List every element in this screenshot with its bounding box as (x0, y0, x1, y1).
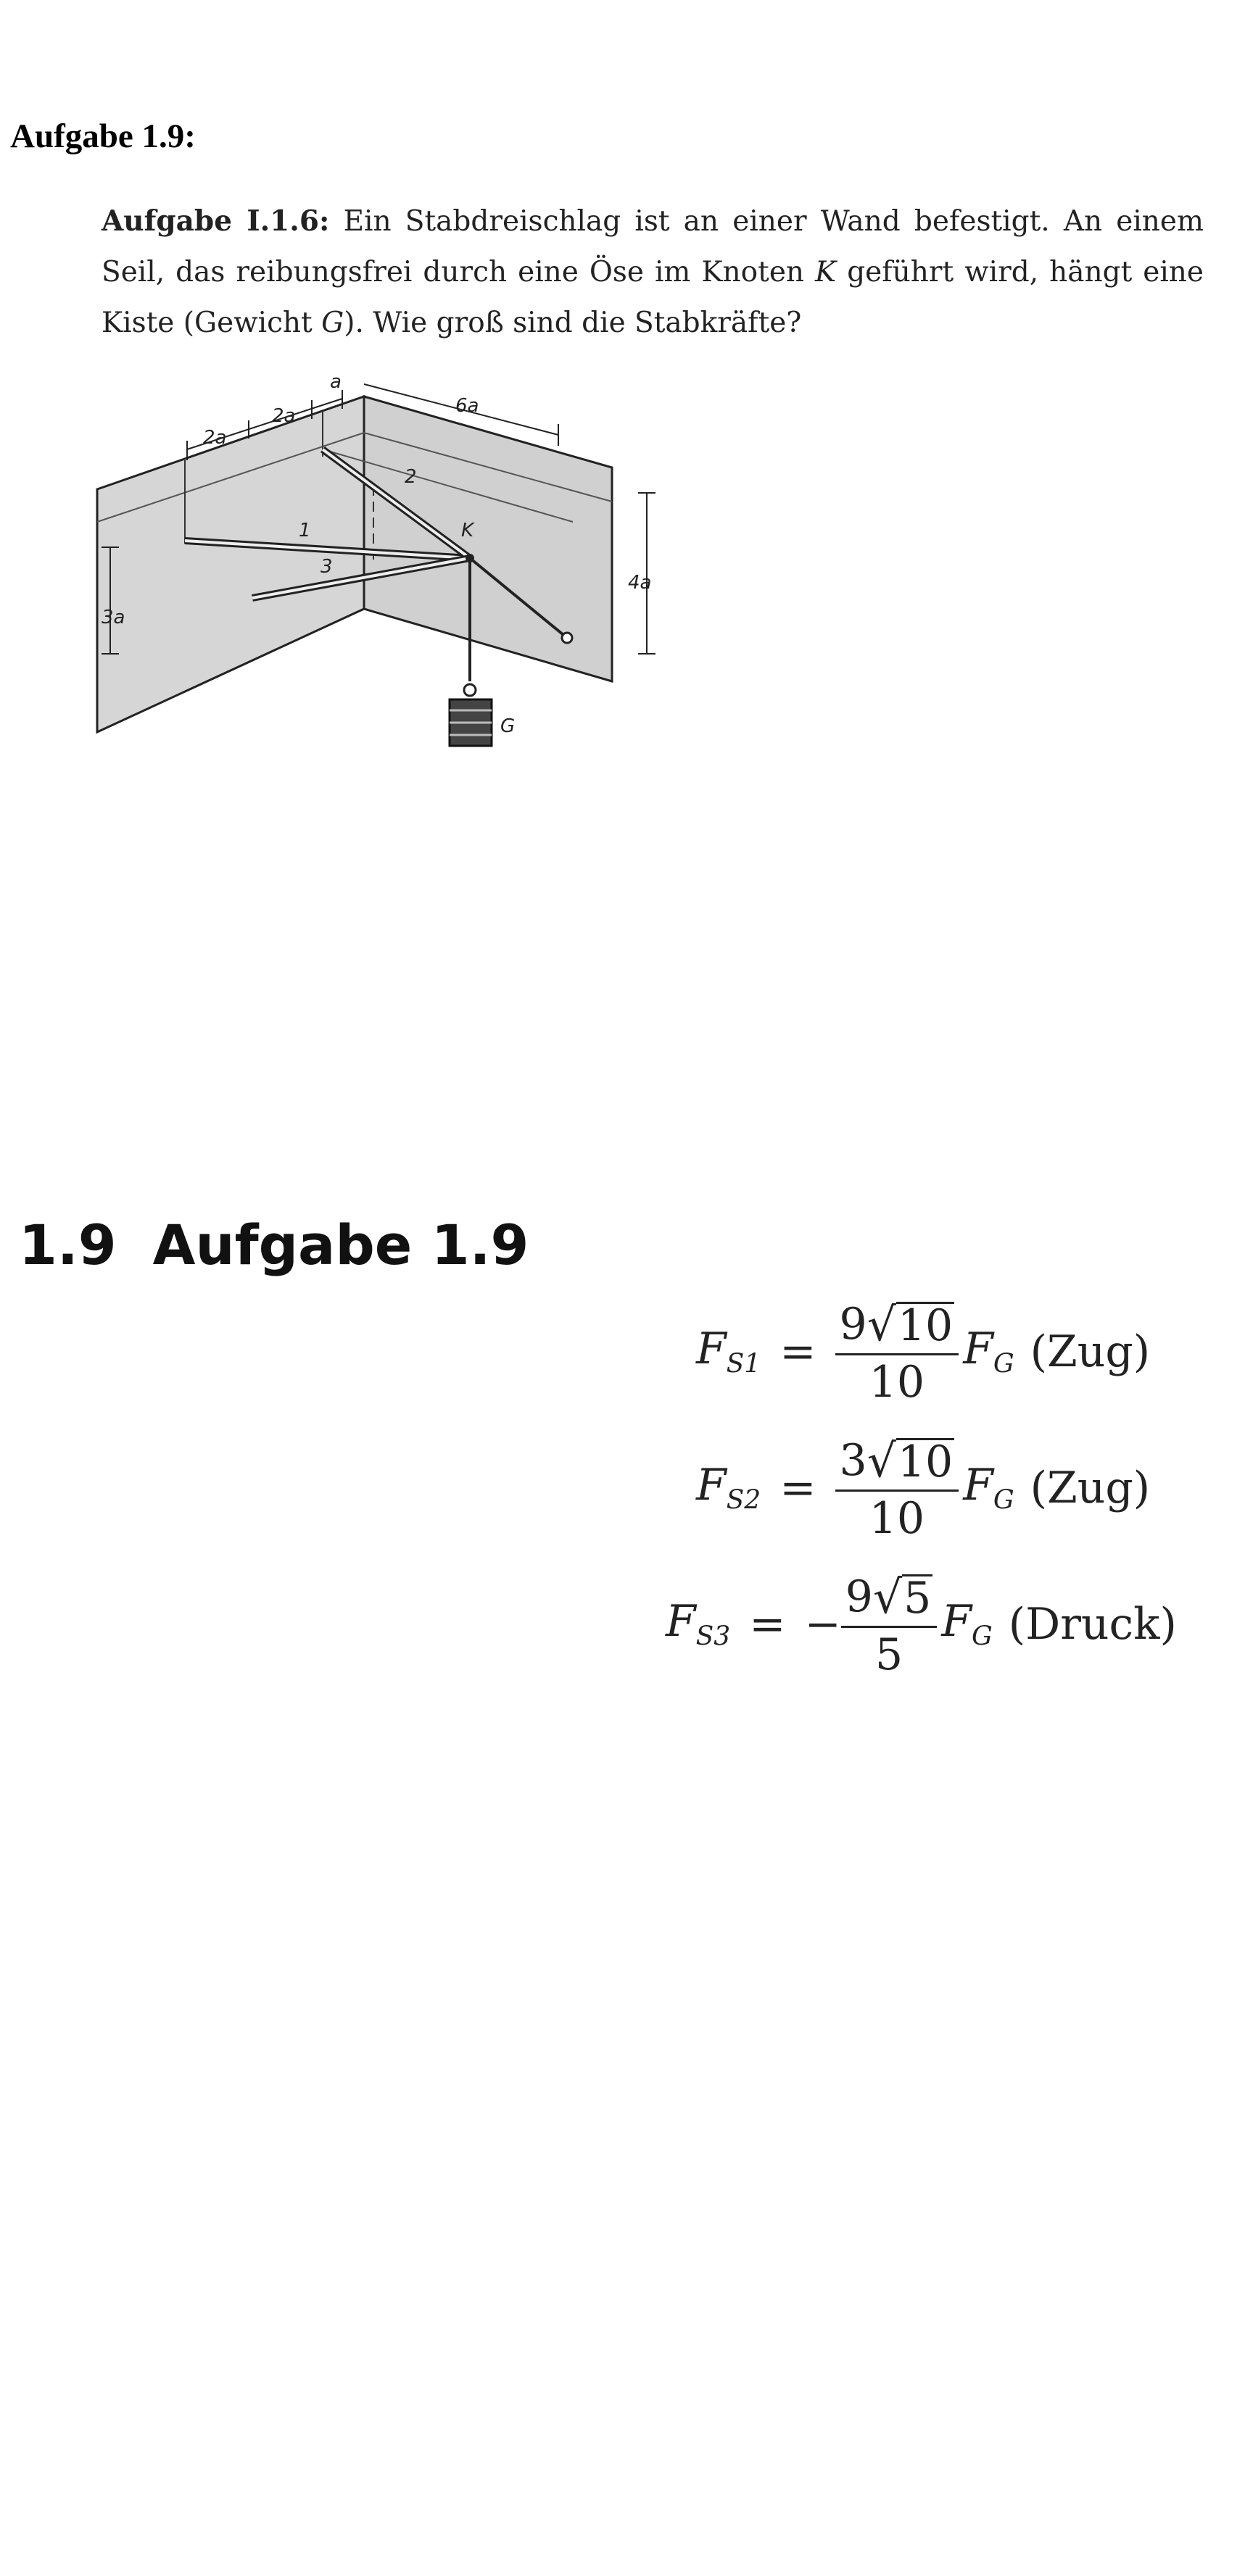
rod-3-inner (252, 557, 471, 599)
fraction: 3√10 10 (835, 1434, 959, 1542)
section-title: Aufgabe 1.9 (152, 1213, 529, 1277)
problem-text-part-3: ). Wie groß sind die Stabkräfte? (344, 307, 802, 339)
wall-reference-line (363, 432, 613, 502)
dim-label-6a: 6a (455, 395, 479, 417)
force-fg: FG (963, 1324, 1014, 1379)
problem-knot-symbol: K (815, 256, 837, 288)
coefficient: 3 (839, 1435, 867, 1486)
dim-label-2a-left: 2a (203, 427, 226, 449)
problem-text-part-1: Ein Stabdreischlag ist an einer Wand bef… (102, 205, 1204, 288)
rod-2-inner (321, 448, 471, 560)
dimension-right (638, 492, 655, 655)
fraction: 9√5 5 (840, 1570, 938, 1680)
equation-fs3: FS3 = − 9√5 5 FG (Druck) (666, 1570, 1177, 1678)
problem-statement: Aufgabe I.1.6: Ein Stabdreischlag ist an… (102, 196, 1204, 349)
equals-sign: = (779, 1326, 816, 1377)
wall-reference-line (322, 449, 574, 523)
equals-sign: = (779, 1462, 816, 1513)
square-root: √10 (866, 1434, 955, 1487)
right-wall (363, 395, 613, 684)
denominator: 5 (874, 1629, 903, 1680)
fraction: 9√10 10 (835, 1297, 959, 1405)
truss-figure: 2a 2a a 6a 4a 3a 1 2 3 K G (96, 371, 655, 747)
equation-fs1: FS1 = 9√10 10 FG (Zug) (696, 1297, 1150, 1405)
equation-lhs: FS2 (696, 1460, 761, 1516)
dimension-top (186, 383, 559, 460)
rope-anchor (561, 631, 574, 644)
dimension-left (102, 547, 119, 655)
force-type-note: (Druck) (1008, 1598, 1177, 1650)
dim-label-2a-mid: 2a (272, 405, 295, 427)
wall-reference-line (96, 432, 365, 523)
node-label-k: K (461, 520, 475, 541)
dim-label-3a: 3a (102, 607, 125, 628)
problem-text-part-2: geführt wird, hängt eine Kiste (Gewicht (102, 256, 1204, 339)
square-root: √10 (866, 1298, 955, 1351)
rope-diagonal (468, 557, 568, 639)
force-type-note: (Zug) (1030, 1462, 1151, 1513)
problem-label: Aufgabe I.1.6: (102, 204, 330, 238)
force-fg: FG (941, 1596, 993, 1652)
weight-label-g: G (500, 715, 515, 737)
equation-fs2: FS2 = 3√10 10 FG (Zug) (696, 1434, 1150, 1542)
force-fg: FG (963, 1460, 1014, 1516)
rod-label-3: 3 (320, 556, 333, 578)
dim-label-a: a (330, 371, 342, 393)
rod-1-inner (184, 539, 471, 560)
equation-lhs: FS3 (666, 1596, 731, 1652)
equation-lhs: FS1 (696, 1324, 761, 1379)
equals-sign: = (749, 1598, 786, 1650)
hook (463, 683, 477, 697)
denominator: 10 (869, 1493, 925, 1544)
dim-label-4a: 4a (628, 572, 651, 594)
rod-label-1: 1 (299, 520, 311, 541)
knot-k (466, 554, 474, 562)
section-number: 1.9 (19, 1213, 117, 1277)
denominator: 10 (869, 1357, 925, 1408)
problem-weight-symbol: G (321, 307, 344, 339)
rod-label-2: 2 (405, 466, 417, 488)
page-title: Aufgabe 1.9: (10, 117, 196, 155)
force-type-note: (Zug) (1030, 1326, 1151, 1377)
coefficient: 9 (839, 1299, 867, 1350)
coefficient: 9 (845, 1571, 873, 1622)
square-root: √5 (872, 1571, 933, 1624)
equation-sign: − (804, 1598, 841, 1650)
